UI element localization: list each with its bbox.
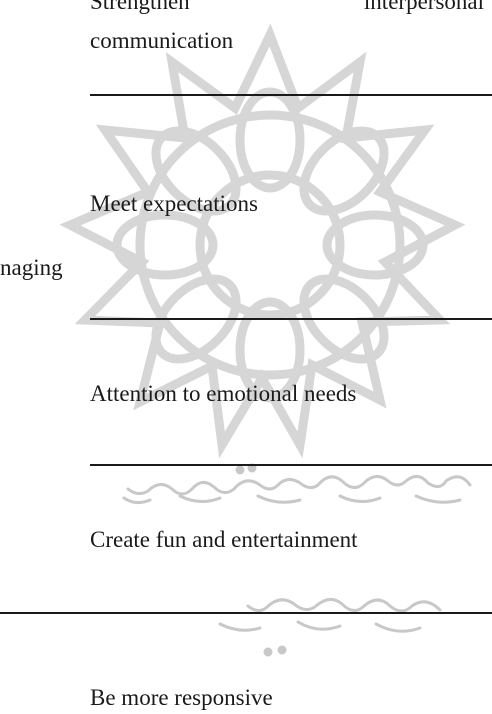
watermark-logo xyxy=(59,23,472,657)
row-4-text: Create fun and entertainment xyxy=(90,527,358,552)
row-5-text: Be more responsive xyxy=(90,685,273,710)
row-3-text: Attention to emotional needs xyxy=(90,381,357,406)
row-1-word-right: interpersonal xyxy=(363,0,484,14)
row-divider-2 xyxy=(90,318,492,320)
row-2-text: Meet expectations xyxy=(90,191,258,216)
side-label: naging xyxy=(0,255,63,280)
row-divider-4 xyxy=(0,612,492,614)
row-1-word-left: Strengthen xyxy=(90,0,190,14)
row-1-line-2: communication xyxy=(90,28,234,53)
row-1-line-1: Strengthen interpersonal xyxy=(90,0,484,18)
row-divider-3 xyxy=(90,464,492,466)
row-divider-1 xyxy=(90,94,492,96)
